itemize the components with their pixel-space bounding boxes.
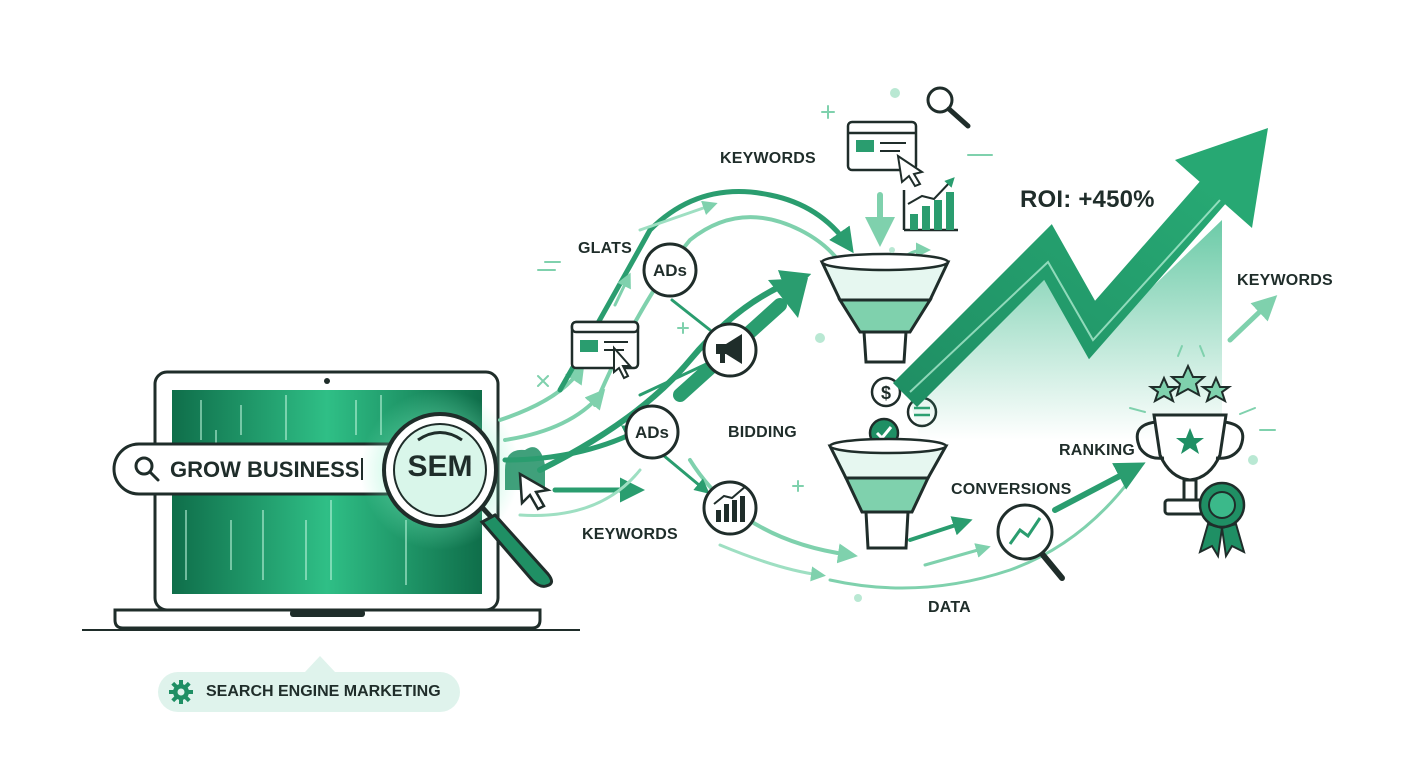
gear-icon <box>169 680 193 704</box>
badge-label: SEARCH ENGINE MARKETING <box>206 683 441 700</box>
label-keywords-right: KEYWORDS <box>1237 272 1333 289</box>
roi-label: ROI: +450% <box>1020 186 1155 213</box>
node-ads-top-label: ADs <box>652 261 687 280</box>
label-data: DATA <box>928 599 971 616</box>
search-icon-top <box>926 86 971 129</box>
node-bar-chart <box>702 480 758 536</box>
star-icon <box>1147 363 1233 404</box>
magnifier-icon <box>360 390 553 588</box>
trophy-icon <box>1135 413 1245 516</box>
cursor-icon <box>518 471 552 511</box>
label-conversions: CONVERSIONS <box>951 481 1072 498</box>
search-icon <box>134 456 160 482</box>
ribbon-award-icon <box>1198 481 1246 559</box>
sparkles <box>537 105 1276 492</box>
text-caret <box>361 458 364 480</box>
label-ranking: RANKING <box>1059 442 1136 459</box>
funnel-icon-top <box>819 252 951 364</box>
sem-label: SEM <box>407 450 473 483</box>
dots <box>815 88 1258 602</box>
bar-chart-icon-top <box>902 177 958 232</box>
node-ads-mid-label: ADs <box>634 423 669 442</box>
funnel-icon-bottom <box>827 437 949 550</box>
search-input[interactable]: GROW BUSINESS <box>170 457 364 483</box>
label-bidding: BIDDING <box>728 424 797 441</box>
label-glats: GLATS <box>578 240 633 257</box>
sem-badge: SEARCH ENGINE MARKETING <box>158 672 460 712</box>
node-ads-mid <box>624 404 680 460</box>
conversion-magnifier-icon <box>996 503 1065 581</box>
svg-text:$: $ <box>881 383 891 403</box>
megaphone-icon <box>716 334 742 364</box>
growth-arrow-icon <box>892 128 1268 440</box>
node-megaphone <box>702 322 758 378</box>
browser-window-icon-top <box>846 120 925 188</box>
browser-window-icon <box>570 320 640 380</box>
dollar-coin-icon: $ <box>870 376 902 408</box>
badge-pointer <box>305 656 335 672</box>
node-ads-top <box>642 242 698 298</box>
bar-chart-icon <box>713 485 747 522</box>
label-keywords-bottom: KEYWORDS <box>582 526 678 543</box>
label-keywords-top: KEYWORDS <box>720 150 816 167</box>
